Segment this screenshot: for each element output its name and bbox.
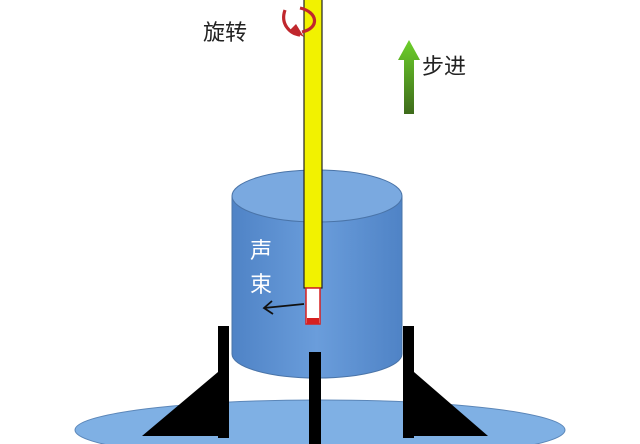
step-arrow-icon <box>398 40 420 114</box>
rotate-arrow-icon <box>282 6 317 37</box>
label-step: 步进 <box>422 55 466 80</box>
left-leg <box>142 326 229 438</box>
transducer <box>305 287 321 325</box>
label-beam-top: 声 <box>250 239 272 264</box>
label-beam-bottom: 束 <box>250 273 272 298</box>
label-rotate: 旋转 <box>203 21 247 46</box>
center-leg <box>309 352 321 444</box>
right-leg <box>403 326 488 438</box>
beam-arrow-icon <box>262 300 305 315</box>
scan-rod <box>303 0 323 289</box>
